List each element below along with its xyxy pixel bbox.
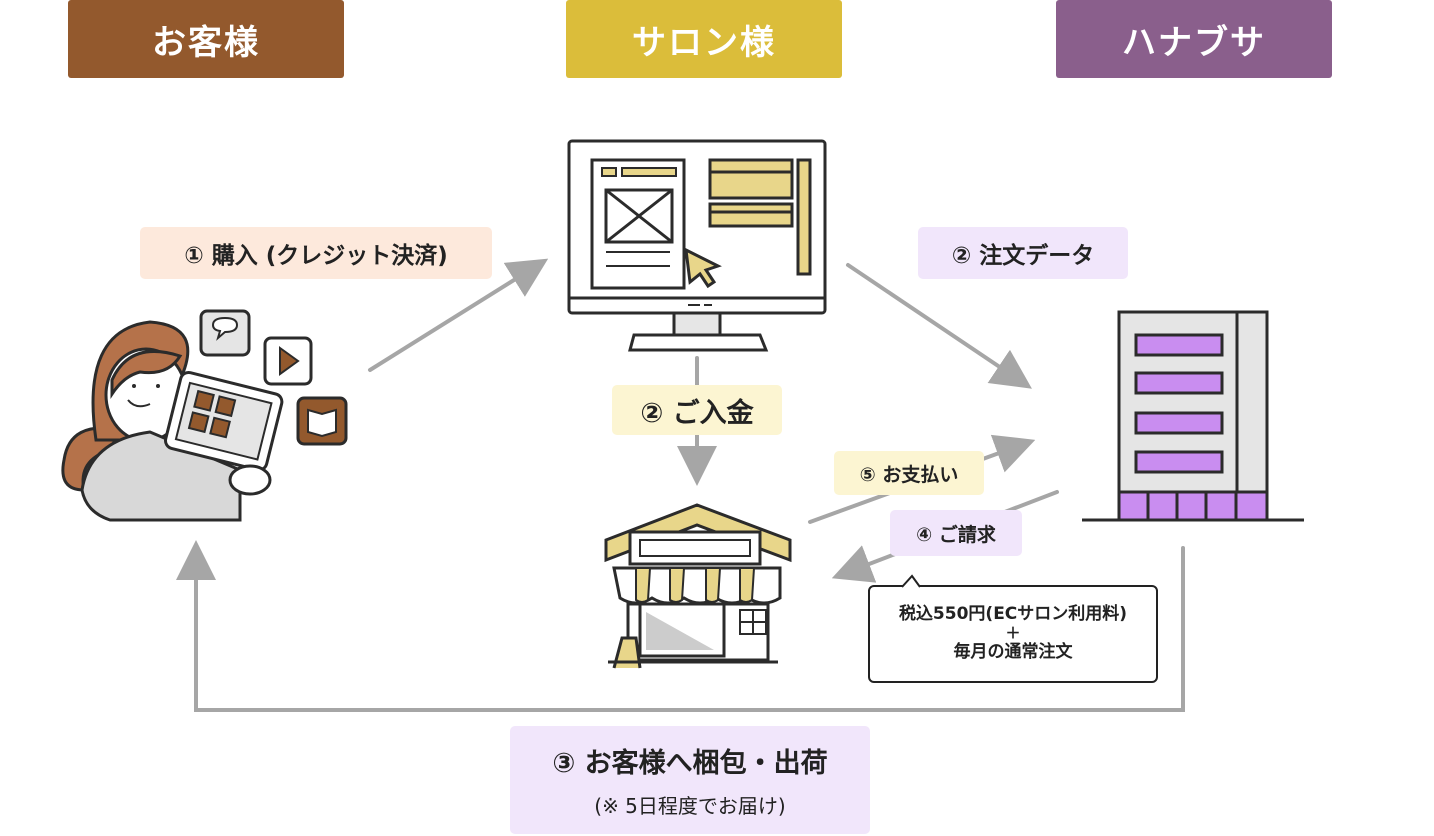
arrow-shipping [176,540,1185,712]
header-hanabusa: ハナブサ [1056,0,1332,78]
monitor-illustration [567,139,827,352]
shipping-note: (※ 5日程度でお届け) [594,794,786,818]
arrow-order-data [846,263,1032,389]
shop-illustration [604,503,792,669]
step-order-data: ② 注文データ [918,227,1128,279]
header-customer: お客様 [68,0,344,78]
step-pay: ⑤ お支払い [834,451,984,495]
header-salon: サロン様 [566,0,842,78]
step-purchase: ① 購入 (クレジット決済) [140,227,492,279]
shipping-title: ③ お客様へ梱包・出荷 [552,748,828,779]
fee-line-2: 毎月の通常注文 [953,642,1073,662]
arrow-purchase [368,258,549,372]
fee-plus: ＋ [1005,624,1021,642]
fee-callout: 税込550円(ECサロン利用料) ＋ 毎月の通常注文 [868,585,1158,683]
step-invoice: ④ ご請求 [890,510,1022,556]
step-shipping: ③ お客様へ梱包・出荷 (※ 5日程度でお届け) [510,726,870,834]
step-payment-in: ② ご入金 [612,385,782,435]
fee-line-1: 税込550円(ECサロン利用料) [898,604,1128,624]
callout-tail [901,574,921,588]
building-illustration [1082,310,1304,522]
customer-illustration [61,309,348,522]
